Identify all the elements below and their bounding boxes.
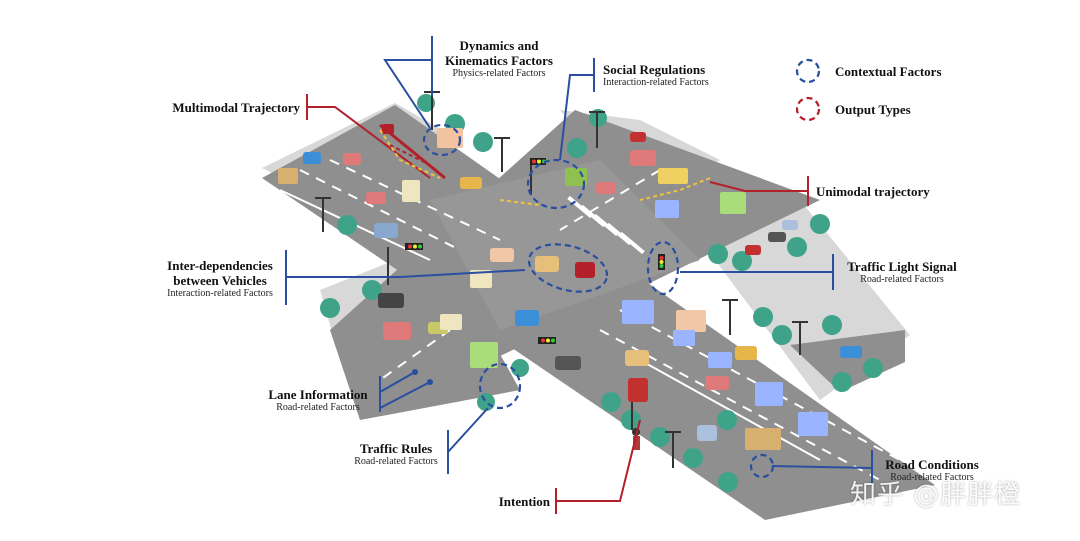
interdep-label: Inter-dependencies between Vehicles Inte… xyxy=(158,258,282,300)
interdep-sub: Interaction-related Factors xyxy=(167,288,273,299)
dynamics-title-1: Dynamics and xyxy=(459,38,539,53)
multimodal-title: Multimodal Trajectory xyxy=(172,100,300,115)
rules-title: Traffic Rules xyxy=(359,441,433,456)
watermark: 知乎 @胖胖橙 xyxy=(850,480,1022,510)
lane-title: Lane Information xyxy=(268,387,368,402)
output-connectors xyxy=(306,94,809,514)
road-conditions-sub: Road-related Factors xyxy=(890,472,974,483)
intention-title: Intention xyxy=(498,494,550,509)
legend-contextual-icon xyxy=(795,58,821,84)
traffic-light-sub: Road-related Factors xyxy=(860,274,944,285)
multimodal-label: Multimodal Trajectory xyxy=(140,100,300,115)
lane-info-dots xyxy=(412,369,433,385)
street-lamps xyxy=(315,91,808,468)
traffic-light-label: Traffic Light Signal Road-related Factor… xyxy=(838,259,966,286)
legend-contextual-label: Contextual Factors xyxy=(835,64,942,79)
social-label: Social Regulations Interaction-related F… xyxy=(603,62,709,89)
contextual-connectors xyxy=(285,36,873,486)
dynamics-sub: Physics-related Factors xyxy=(452,68,546,79)
dynamics-title-2: Kinematics Factors xyxy=(445,53,553,68)
social-title: Social Regulations xyxy=(603,62,706,77)
traffic-lights xyxy=(387,158,665,344)
road-conditions-label: Road Conditions Road-related Factors xyxy=(876,457,988,484)
legend-output-label: Output Types xyxy=(835,102,911,117)
intention-label: Intention xyxy=(470,494,550,509)
contextual-highlights xyxy=(422,123,775,479)
road-conditions-title: Road Conditions xyxy=(885,457,979,472)
lane-label: Lane Information Road-related Factors xyxy=(258,387,378,414)
legend-output-icon xyxy=(795,96,821,122)
lane-sub: Road-related Factors xyxy=(276,402,360,413)
social-sub: Interaction-related Factors xyxy=(603,77,709,88)
dynamics-label: Dynamics and Kinematics Factors Physics-… xyxy=(437,38,561,80)
unimodal-label: Unimodal trajectory xyxy=(816,184,930,199)
unimodal-title: Unimodal trajectory xyxy=(816,184,930,199)
interdep-title-1: Inter-dependencies xyxy=(167,258,273,273)
trajectory-arrows xyxy=(379,123,711,206)
traffic-light-title: Traffic Light Signal xyxy=(847,259,957,274)
rules-sub: Road-related Factors xyxy=(354,456,438,467)
legend-symbols xyxy=(795,58,821,122)
rules-label: Traffic Rules Road-related Factors xyxy=(344,441,448,468)
interdep-title-2: between Vehicles xyxy=(173,273,267,288)
trees xyxy=(320,94,883,492)
vehicles xyxy=(278,124,862,450)
